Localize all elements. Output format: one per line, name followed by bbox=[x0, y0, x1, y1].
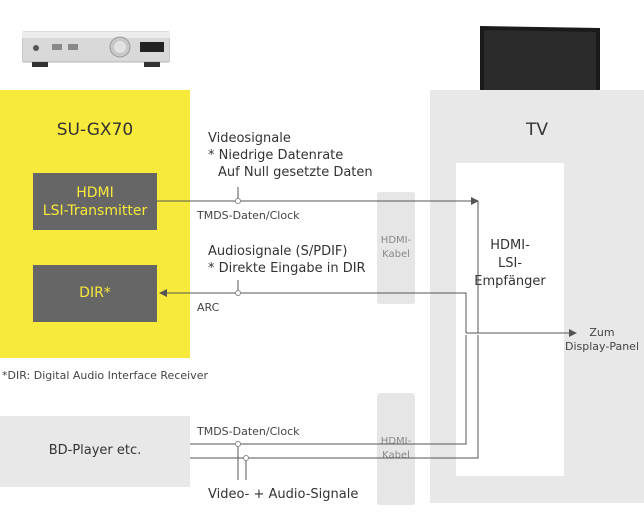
tmds-bottom-line bbox=[190, 335, 467, 445]
audio-signal-line2: * Direkte Eingabe in DIR bbox=[208, 261, 366, 276]
dir-footnote: *DIR: Digital Audio Interface Receiver bbox=[2, 369, 208, 382]
bd-player-label: BD-Player etc. bbox=[48, 443, 142, 458]
video-signal-line3: Auf Null gesetzte Daten bbox=[218, 165, 373, 180]
hdmi-receiver-line2: LSI- bbox=[497, 256, 523, 271]
cable-bottom-line2: Kabel bbox=[382, 450, 410, 461]
hdmi-cable-top: HDMI- Kabel bbox=[377, 192, 415, 304]
dir-label: DIR* bbox=[79, 285, 111, 301]
video-signal-line2: * Niedrige Datenrate bbox=[208, 148, 344, 163]
cable-bottom-line1: HDMI- bbox=[380, 436, 412, 447]
cable-top-line1: HDMI- bbox=[380, 235, 412, 246]
arc-line bbox=[159, 289, 467, 333]
arc-label: ARC bbox=[197, 301, 220, 314]
hdmi-receiver-line1: HDMI- bbox=[490, 238, 530, 253]
hdmi-transmitter-line2: LSI-Transmitter bbox=[42, 203, 148, 219]
tv-title: TV bbox=[525, 120, 548, 140]
hdmi-receiver-box: HDMI- LSI- Empfänger bbox=[456, 163, 564, 476]
amplifier-image bbox=[22, 31, 170, 67]
bd-player-region bbox=[0, 416, 190, 487]
display-panel-label: Zum Display-Panel bbox=[562, 326, 642, 354]
audio-signal-text: Audiosignale (S/PDIF) * Direkte Eingabe … bbox=[208, 243, 366, 277]
bd-line-2 bbox=[190, 335, 479, 459]
su-gx70-title: SU-GX70 bbox=[56, 120, 134, 140]
hdmi-cable-bottom: HDMI- Kabel bbox=[377, 393, 415, 505]
audio-signal-line1: Audiosignale (S/PDIF) bbox=[208, 244, 348, 259]
tv-image bbox=[480, 26, 600, 107]
dir-box: DIR* bbox=[33, 265, 157, 322]
tmds-bottom-label: TMDS-Daten/Clock bbox=[197, 425, 300, 438]
hdmi-transmitter-line1: HDMI bbox=[76, 185, 114, 201]
tmds-top-label: TMDS-Daten/Clock bbox=[197, 209, 300, 222]
display-panel-line1: Zum bbox=[589, 326, 615, 339]
video-audio-label: Video- + Audio-Signale bbox=[208, 487, 359, 502]
video-signal-line1: Videosignale bbox=[208, 131, 291, 146]
hdmi-receiver-line3: Empfänger bbox=[474, 274, 546, 289]
hdmi-transmitter-box: HDMI LSI-Transmitter bbox=[33, 173, 157, 230]
video-signal-text: Videosignale * Niedrige Datenrate Auf Nu… bbox=[208, 130, 373, 181]
output-line bbox=[477, 201, 577, 337]
cable-top-line2: Kabel bbox=[382, 249, 410, 260]
display-panel-line2: Display-Panel bbox=[565, 340, 639, 353]
